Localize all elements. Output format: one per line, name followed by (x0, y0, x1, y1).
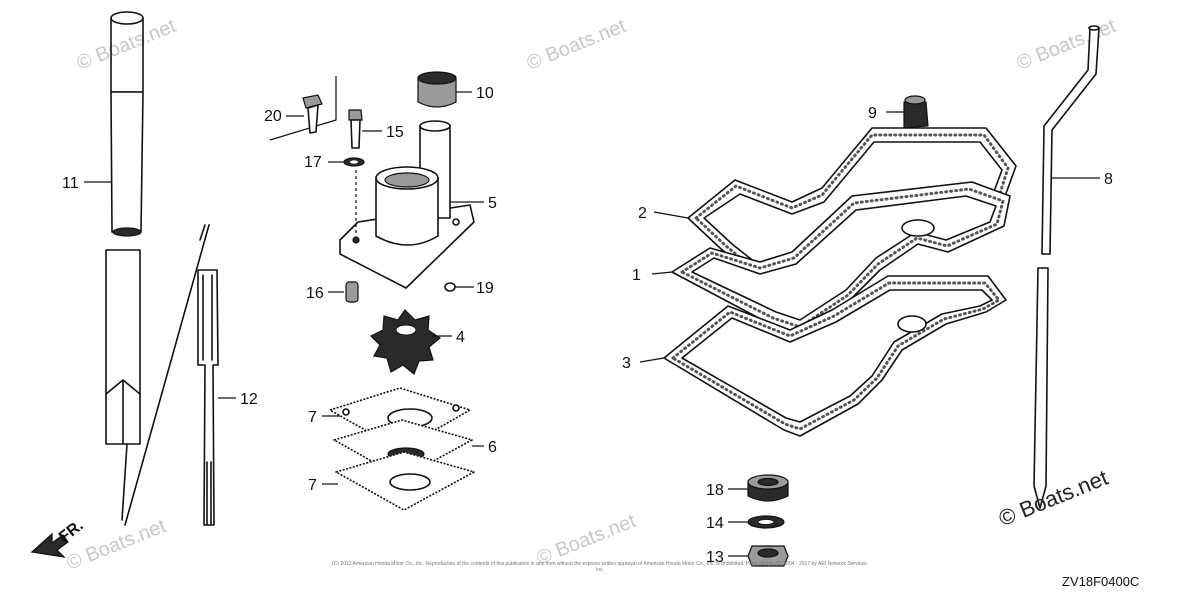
callout-13: 13 (706, 549, 724, 566)
callout-11: 11 (62, 175, 79, 192)
part-19-pin: 19 (444, 280, 494, 297)
part-20-bolt: 20 (264, 94, 323, 134)
part-14-washer: 14 (706, 515, 785, 532)
callout-20: 20 (264, 108, 282, 125)
callout-19: 19 (476, 280, 494, 297)
copyright-notice: (C) 2013 American Honda Motor Co., Inc. … (332, 561, 868, 573)
callout-2: 2 (638, 205, 647, 222)
callout-16: 16 (306, 285, 324, 302)
bracket-line (269, 76, 337, 141)
callout-7-top: 7 (308, 409, 317, 426)
part-11-water-tube: 11 (62, 11, 144, 521)
part-13-nut: 13 (706, 545, 789, 567)
callout-6: 6 (488, 439, 497, 456)
callout-3: 3 (622, 355, 631, 372)
part-18-oil-seal: 18 (706, 474, 789, 502)
callout-10: 10 (476, 85, 494, 102)
callout-18: 18 (706, 482, 724, 499)
part-12-drive-shaft: 12 (124, 224, 258, 526)
part-3-gasket: 3 (622, 275, 1007, 437)
part-7-gasket-bottom: 7 (308, 451, 475, 511)
part-4-impeller: 4 (369, 309, 465, 375)
callout-15: 15 (386, 124, 404, 141)
callout-4: 4 (456, 329, 465, 346)
watermark: © Boats.net (524, 15, 630, 75)
callout-9: 9 (868, 105, 877, 122)
part-17-washer: 17 (304, 154, 365, 171)
callout-12: 12 (240, 391, 258, 408)
callout-7-bottom: 7 (308, 477, 317, 494)
part-9-grommet: 9 (868, 95, 929, 129)
callout-8: 8 (1104, 171, 1113, 188)
callout-14: 14 (706, 515, 724, 532)
part-15-bolt: 15 (348, 109, 404, 149)
part-8-tube: 8 (1033, 25, 1113, 509)
callout-17: 17 (304, 154, 322, 171)
part-10-grommet: 10 (417, 71, 494, 108)
watermark: © Boats.net (1014, 15, 1120, 75)
callout-1: 1 (632, 267, 641, 284)
part-16-dowel-pin: 16 (306, 281, 359, 303)
part-5-pump-housing: 5 (339, 120, 497, 289)
diagram-code: ZV18F0400C (1062, 574, 1140, 589)
callout-5: 5 (488, 195, 497, 212)
